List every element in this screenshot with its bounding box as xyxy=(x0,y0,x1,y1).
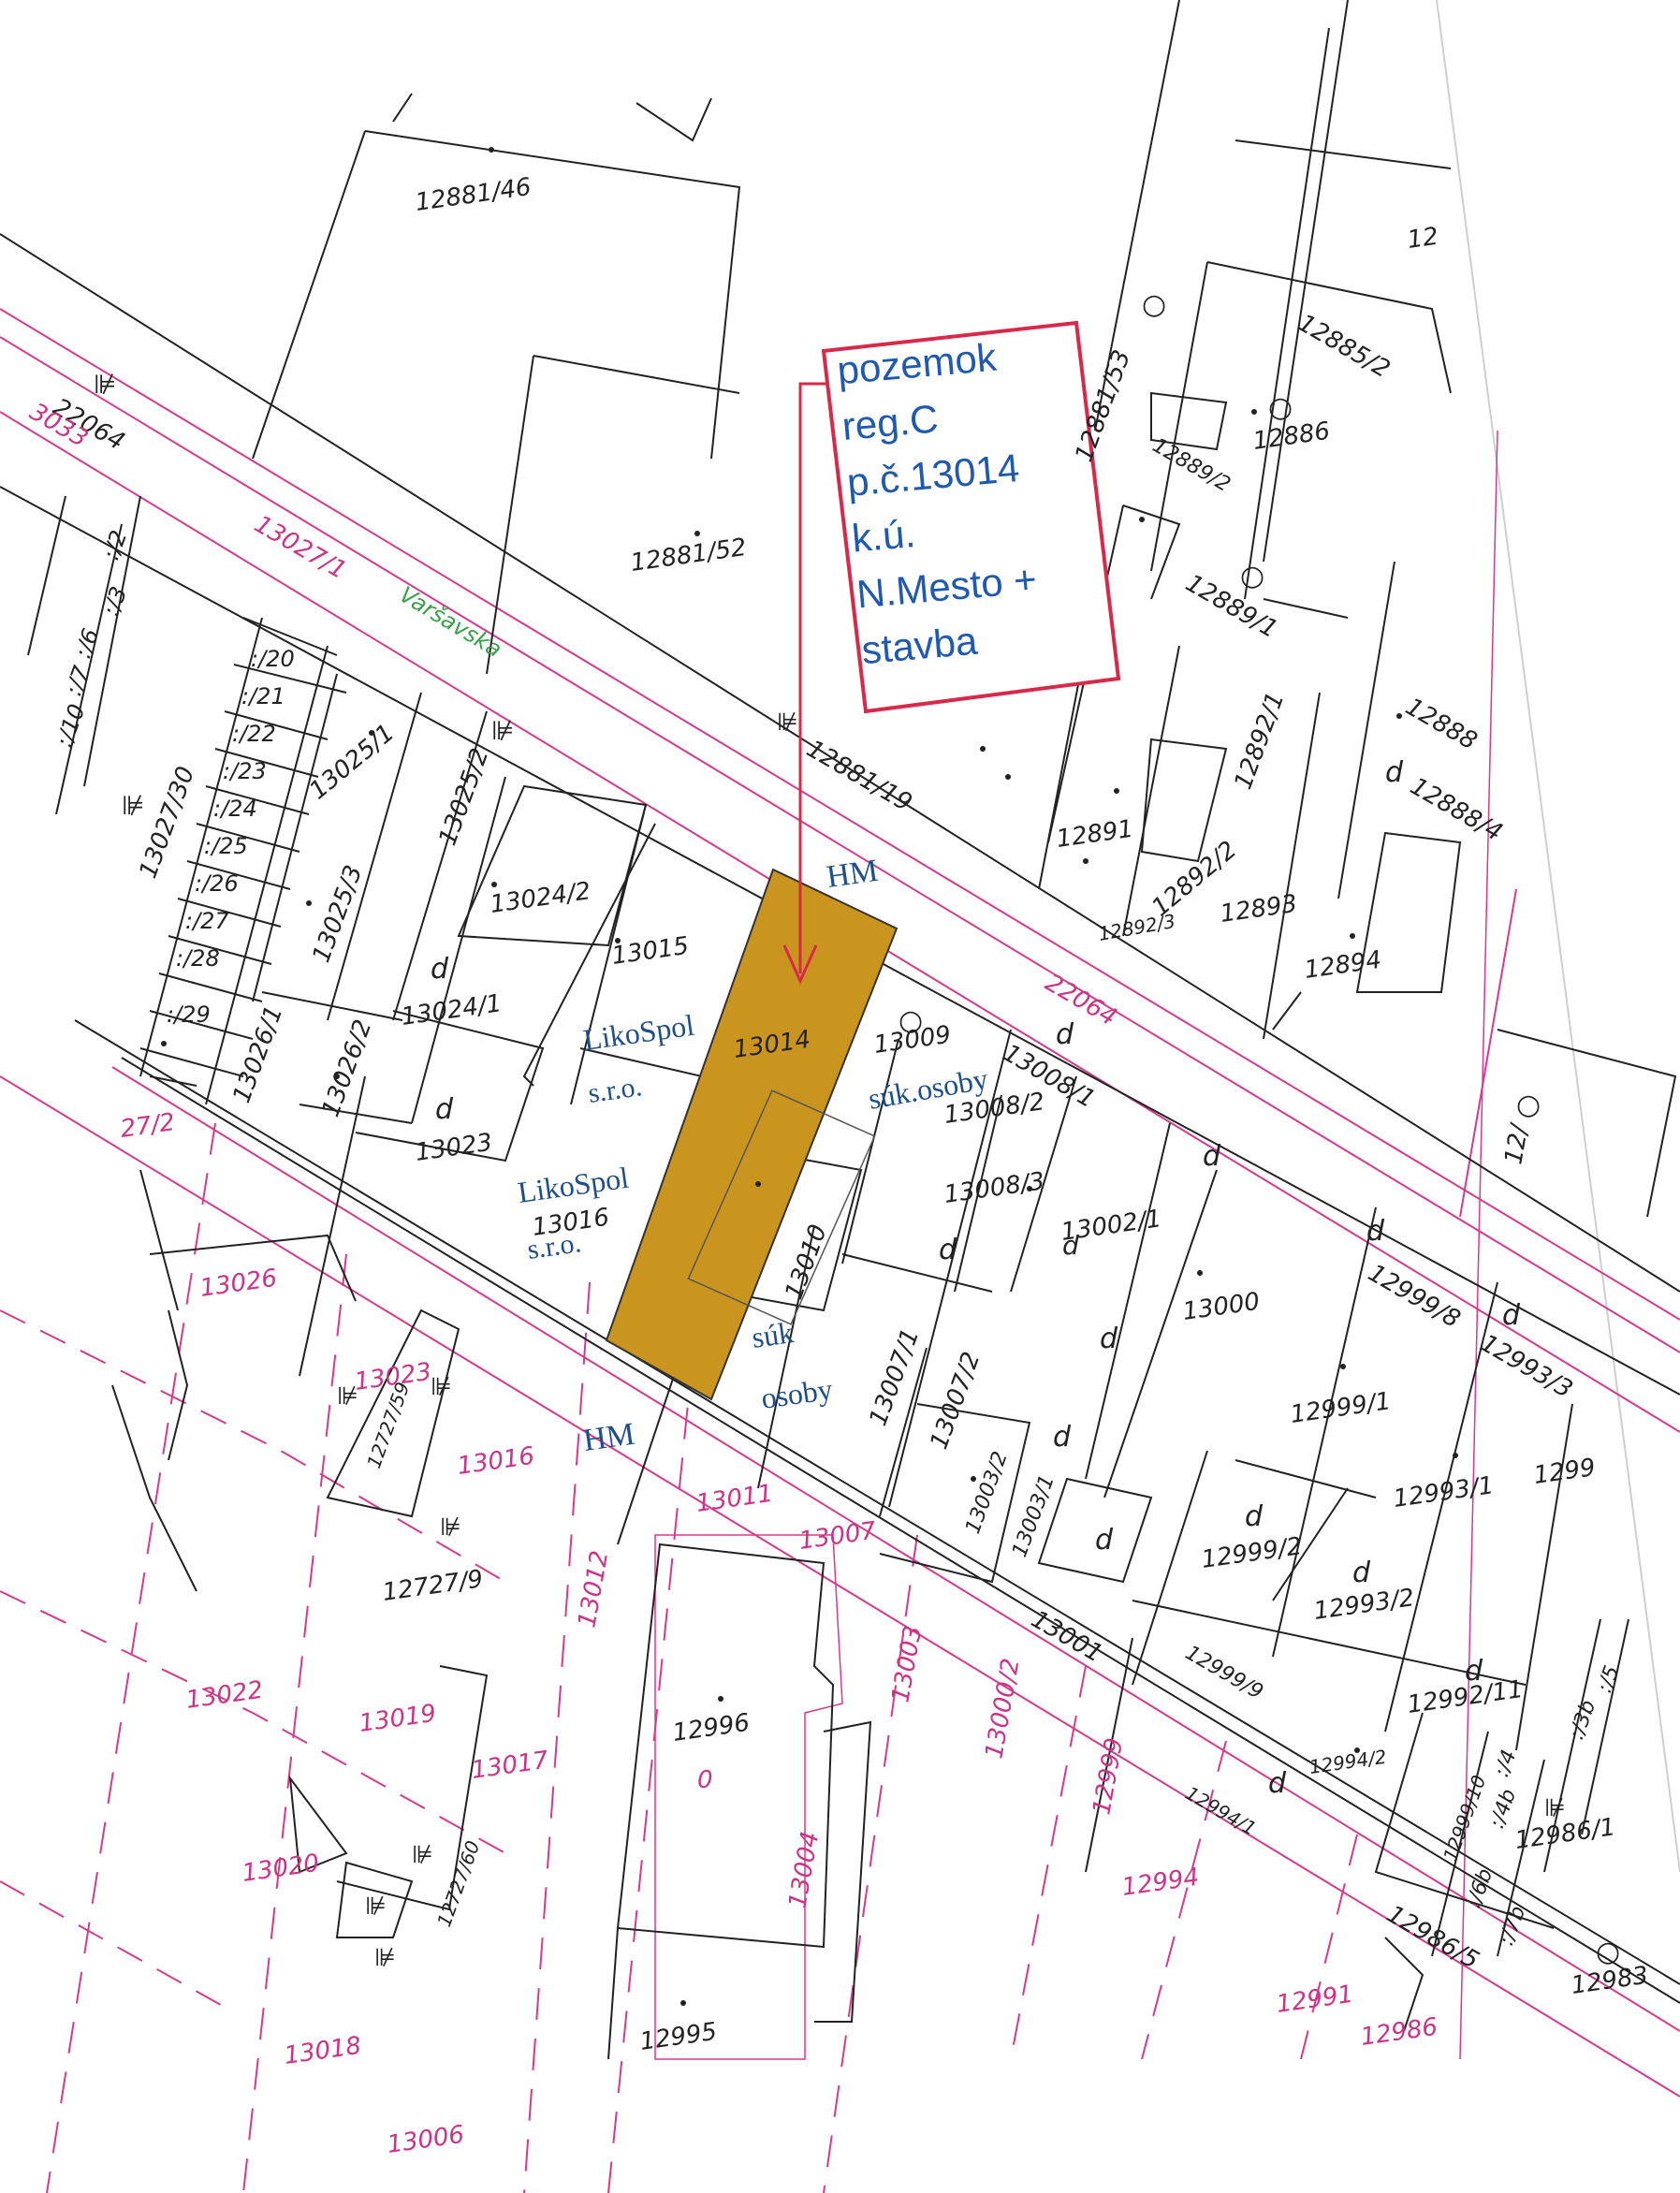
svg-text:○: ○ xyxy=(898,1004,923,1037)
svg-text:d: d xyxy=(1095,1524,1114,1557)
callout-line-2: reg.C xyxy=(840,396,940,448)
cadastral-symbols xyxy=(161,147,1458,2006)
callout-line-4: k.ú. xyxy=(850,511,917,561)
parcel-label: d xyxy=(1062,1230,1079,1261)
parcel-label: :/25 xyxy=(204,833,248,859)
svg-text:d: d xyxy=(1465,1655,1483,1688)
svg-text:⊯: ⊯ xyxy=(94,369,116,400)
parcel-label: 0 xyxy=(697,1766,713,1794)
svg-text:d: d xyxy=(1268,1767,1287,1800)
svg-text:d: d xyxy=(1203,1140,1221,1173)
parcel-label: :/26 xyxy=(195,870,239,897)
pink-parcel-labels: 3033 13027/1 22064 27/2 13026 13023 1301… xyxy=(25,398,1439,2159)
svg-text:d: d xyxy=(1366,1215,1385,1248)
annotation-hm-top: HM xyxy=(825,854,880,895)
svg-text:d: d xyxy=(1056,1018,1074,1051)
svg-text:d: d xyxy=(1502,1299,1521,1332)
blue-annotations: HM HM LikoSpol s.r.o. LikoSpol s.r.o. sú… xyxy=(516,854,990,1458)
svg-text:d: d xyxy=(1100,1323,1118,1355)
parcel-label: :/24 xyxy=(213,796,257,822)
svg-text:○: ○ xyxy=(1142,288,1166,321)
annotation-hm-bottom: HM xyxy=(581,1417,636,1458)
callout-line-6: stavba xyxy=(860,619,980,673)
map-glyphs: d d d d d d d d d d d d d d d ○ ○ ○ ○ ○ … xyxy=(94,288,1620,1972)
svg-text:⊯: ⊯ xyxy=(365,1893,387,1921)
annotation-suk-2: súk xyxy=(750,1315,796,1354)
callout-box: pozemok reg.C p.č.13014 k.ú. N.Mesto + s… xyxy=(821,320,1121,714)
parcel-label: :/20 xyxy=(251,646,295,672)
parcel-label: :/22 xyxy=(232,721,276,747)
svg-text:d: d xyxy=(1053,1421,1072,1454)
svg-text:d: d xyxy=(435,1093,454,1126)
svg-text:○: ○ xyxy=(1240,560,1264,592)
svg-text:○: ○ xyxy=(1596,1936,1620,1968)
parcel-label: :/27 xyxy=(185,908,229,934)
svg-text:○: ○ xyxy=(1268,391,1293,424)
parcel-label: 12 xyxy=(1406,223,1440,255)
svg-text:⊯: ⊯ xyxy=(337,1382,358,1411)
parcel-label: :/28 xyxy=(176,945,220,972)
svg-text:d: d xyxy=(431,953,449,986)
parcel-13014-building xyxy=(687,1089,876,1325)
svg-text:⊯: ⊯ xyxy=(440,1513,461,1542)
parcel-label: :/23 xyxy=(223,758,267,784)
svg-text:d: d xyxy=(1385,756,1404,789)
svg-text:⊯: ⊯ xyxy=(777,709,798,737)
svg-text:d: d xyxy=(1352,1557,1371,1589)
svg-text:d: d xyxy=(939,1234,957,1266)
parcel-label: :/29 xyxy=(167,1001,211,1028)
svg-text:⊯: ⊯ xyxy=(412,1841,433,1869)
parcel-label: :/21 xyxy=(241,683,285,709)
svg-text:○: ○ xyxy=(1516,1089,1541,1121)
svg-text:d: d xyxy=(1245,1500,1264,1533)
svg-text:⊯: ⊯ xyxy=(1544,1794,1566,1822)
callout-arrow xyxy=(782,382,833,985)
svg-text:⊯: ⊯ xyxy=(122,790,144,821)
annotation-sro-1: s.r.o. xyxy=(586,1071,644,1109)
svg-text:⊯: ⊯ xyxy=(431,1373,452,1401)
annotation-sro-2: s.r.o. xyxy=(525,1227,583,1265)
svg-text:⊯: ⊯ xyxy=(491,715,514,746)
svg-text:⊯: ⊯ xyxy=(374,1944,396,1972)
parcel-13014-highlight[interactable] xyxy=(605,868,898,1401)
